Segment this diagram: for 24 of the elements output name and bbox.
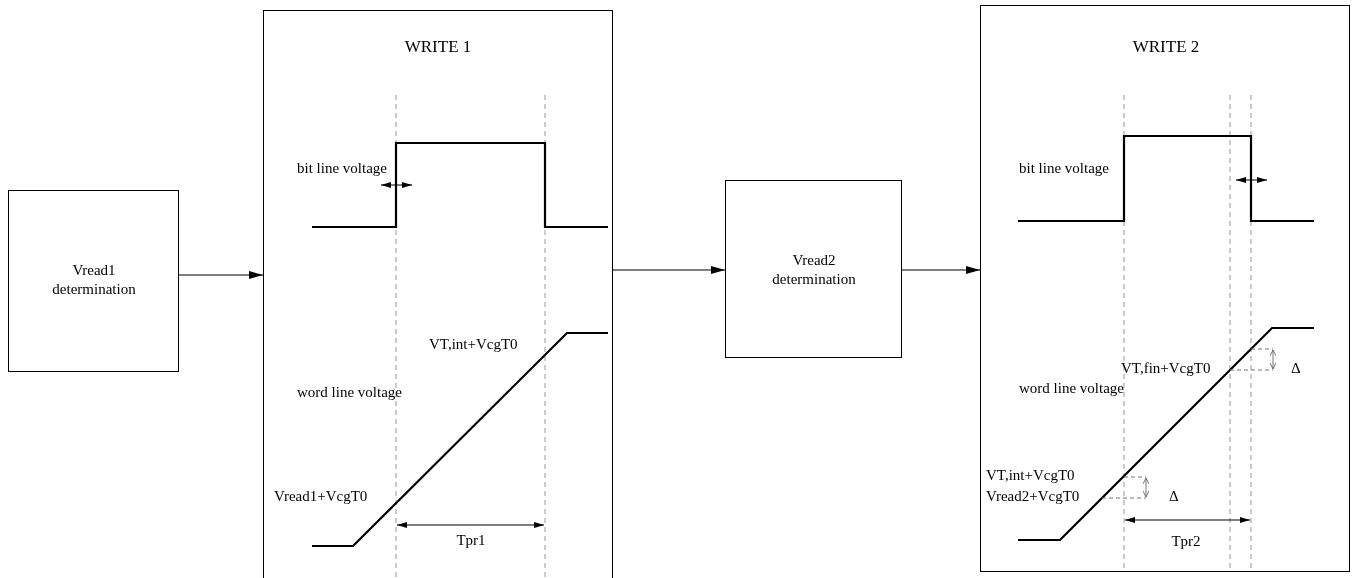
signal-label: Δ (1169, 487, 1179, 506)
arrow (612, 266, 726, 274)
signal-label: Tpr1 (456, 531, 486, 550)
box-title: WRITE 2 (1131, 36, 1201, 58)
signal-label: bit line voltage (1019, 159, 1110, 178)
signal-label: Vread1+VcgT0 (274, 487, 368, 506)
signal-label: Tpr2 (1171, 532, 1201, 551)
signal-label: VT,fin+VcgT0 (1121, 359, 1211, 378)
signal-label: VT,int+VcgT0 (986, 466, 1075, 485)
process-box (263, 10, 613, 578)
signal-label: VT,int+VcgT0 (429, 335, 518, 354)
signal-label: Δ (1291, 359, 1301, 378)
box-label: Vread2 determination (771, 251, 857, 289)
signal-label: word line voltage (1019, 379, 1125, 398)
process-box (980, 5, 1350, 572)
process-box (8, 190, 179, 372)
arrow (901, 266, 981, 274)
box-label: Vread1 determination (51, 261, 137, 299)
arrow (178, 271, 264, 279)
signal-label: Vread2+VcgT0 (986, 487, 1080, 506)
box-title: WRITE 1 (403, 36, 473, 58)
signal-label: word line voltage (297, 383, 403, 402)
process-box (725, 180, 902, 358)
signal-label: bit line voltage (297, 159, 388, 178)
